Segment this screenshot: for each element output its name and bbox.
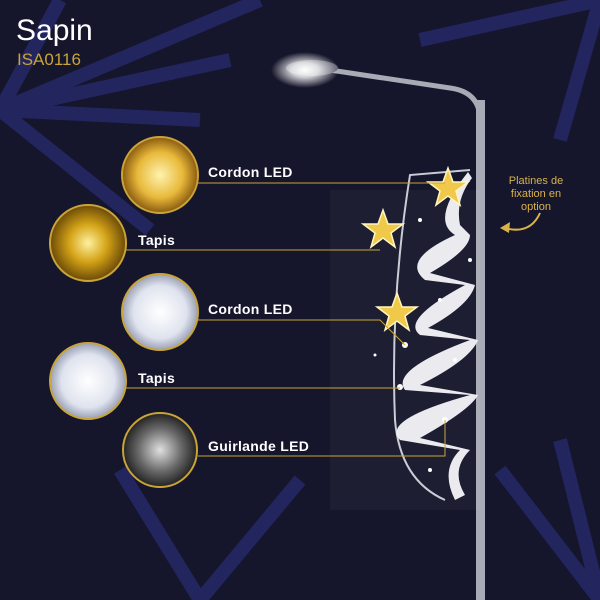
lamp-light (271, 52, 339, 88)
gold-stars (360, 165, 471, 332)
label-tapis-white: Tapis (138, 370, 176, 386)
tree-banner (330, 169, 480, 510)
callout-lines (126, 182, 446, 457)
street-lamp-pole (271, 52, 485, 600)
material-swatches (49, 136, 199, 488)
product-reference: ISA0116 (17, 50, 81, 69)
note-arrow (504, 212, 541, 231)
white-led-cord-icon (121, 273, 199, 351)
label-tapis-gold: Tapis (138, 232, 176, 248)
product-title: Sapin (16, 14, 93, 47)
white-tapis-icon (49, 342, 127, 420)
label-guirlande-led: Guirlande LED (208, 438, 310, 454)
label-cordon-led-yellow: Cordon LED (208, 164, 293, 180)
fixation-note: Platines de fixation en option (508, 175, 564, 213)
led-garland-icon (122, 412, 198, 488)
gold-tapis-icon (49, 204, 127, 282)
yellow-led-cord-icon (121, 136, 199, 214)
label-cordon-led-white: Cordon LED (208, 301, 293, 317)
